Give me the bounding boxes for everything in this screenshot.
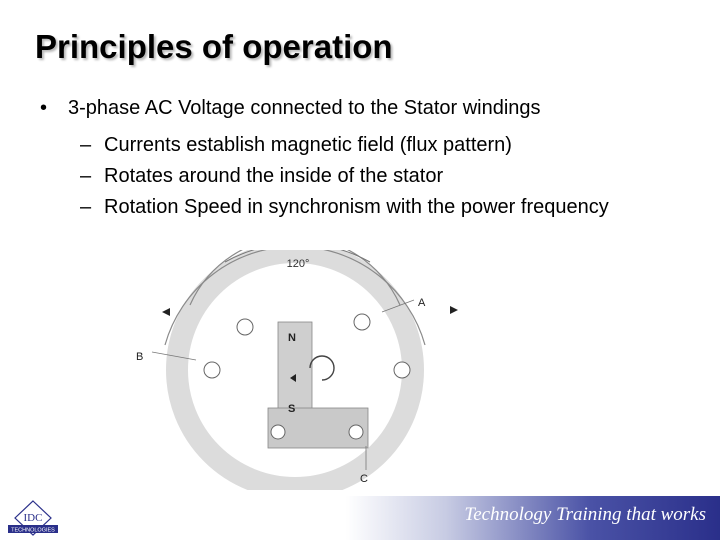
sub-bullet-marker: – (80, 134, 92, 156)
bullet-text: 3-phase AC Voltage connected to the Stat… (68, 97, 541, 119)
phase-b-label: B (136, 351, 143, 363)
bullet-marker: • (40, 97, 48, 119)
footer-tagline: Technology Training that works (464, 504, 706, 525)
bullet-item: • 3-phase AC Voltage connected to the St… (40, 96, 700, 120)
footer-bar: IDC TECHNOLOGIES Technology Training tha… (0, 496, 720, 540)
logo-subtext: TECHNOLOGIES (11, 528, 55, 534)
stator-frame-outline (189, 250, 401, 306)
logo-text: IDC (24, 512, 43, 524)
phase-c-label: C (360, 473, 368, 485)
arrow-icon (450, 306, 458, 314)
sub-bullet-text: Rotation Speed in synchronism with the p… (104, 196, 609, 218)
idc-logo: IDC TECHNOLOGIES (8, 500, 58, 536)
stator-ring (166, 250, 424, 490)
sub-bullet-marker: – (80, 196, 92, 218)
sub-bullet-item: – Rotates around the inside of the stato… (40, 164, 700, 188)
sub-bullet-item: – Rotation Speed in synchronism with the… (40, 195, 700, 219)
arrow-icon (162, 308, 170, 316)
winding-slot-icon (348, 424, 364, 440)
phase-a-label: A (418, 297, 426, 309)
phase-b-lead (151, 351, 197, 361)
angle-label: 120° (287, 258, 310, 270)
slide-title: Principles of operation (35, 28, 393, 65)
winding-slot-icon (270, 424, 286, 440)
winding-slot-icon (353, 313, 371, 331)
sub-bullet-text: Rotates around the inside of the stator (104, 165, 444, 187)
pole-north-bar (277, 321, 313, 419)
phase-a-lead (381, 299, 415, 313)
stator-frame-outline (164, 250, 426, 346)
rotation-swirl-icon (309, 355, 335, 381)
sub-bullet-item: – Currents establish magnetic field (flu… (40, 133, 700, 157)
winding-slot-icon (236, 318, 254, 336)
stator-diagram: 120° A B C N S (136, 250, 458, 490)
winding-slot-icon (203, 361, 221, 379)
arrow-icon (290, 374, 296, 382)
winding-slot-icon (393, 361, 411, 379)
bullet-list: • 3-phase AC Voltage connected to the St… (40, 96, 700, 219)
angle-arc (224, 250, 371, 263)
sub-bullet-text: Currents establish magnetic field (flux … (104, 134, 512, 156)
pole-north-label: N (288, 332, 296, 344)
pole-south-label: S (288, 403, 295, 415)
sub-bullet-marker: – (80, 165, 92, 187)
